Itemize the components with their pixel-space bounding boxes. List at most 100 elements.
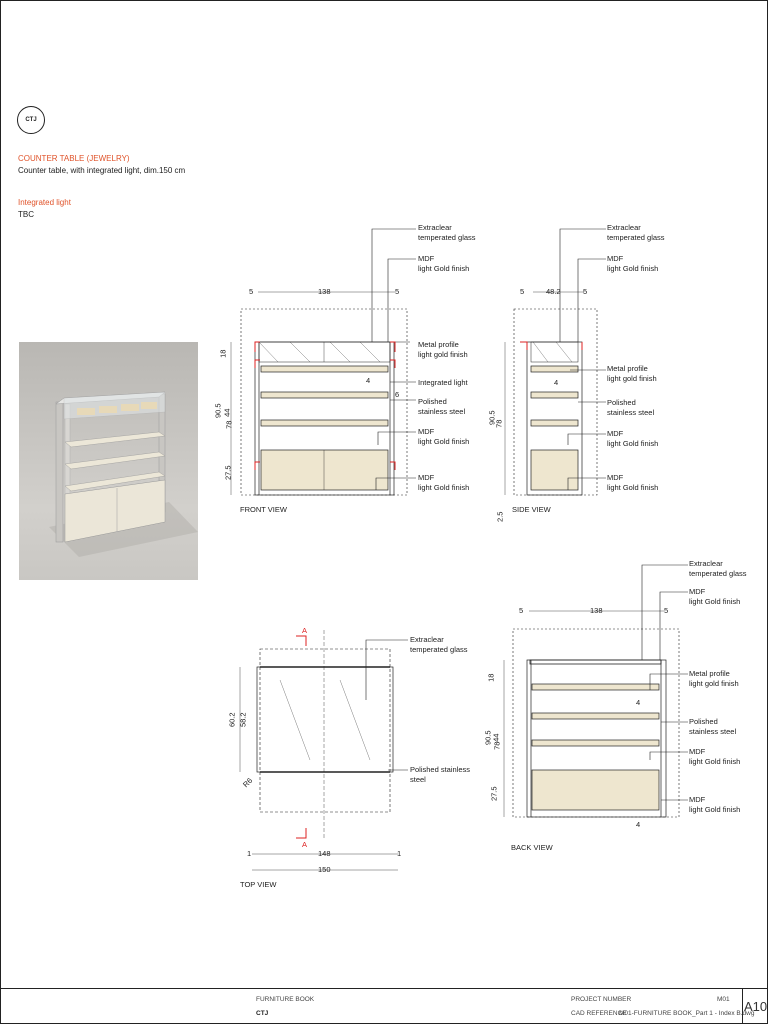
- callout-line-1: Extraclear: [418, 223, 452, 232]
- dim-60-2: 60.2: [227, 712, 237, 728]
- callout-line-2: light Gold finish: [689, 804, 741, 814]
- callout-line-1: Extraclear: [607, 223, 641, 232]
- dim-5-side-left: 5: [520, 287, 525, 296]
- footer-book-value: CTJ: [256, 1010, 269, 1017]
- product-description: Counter table, with integrated light, di…: [18, 166, 186, 175]
- dim-5-back-right: 5: [664, 606, 669, 615]
- dim-58-2: 58.2: [238, 712, 248, 728]
- section-a-bottom: A: [302, 840, 308, 849]
- dim-18-back: 18: [486, 673, 496, 682]
- option-title: Integrated light: [18, 198, 71, 207]
- side-view-title: SIDE VIEW: [512, 505, 551, 514]
- back-view-title: BACK VIEW: [511, 843, 553, 852]
- top-view-title: TOP VIEW: [240, 880, 277, 889]
- callout-line-2: temperated glass: [607, 232, 665, 242]
- brand-logo: CTJ: [17, 106, 45, 134]
- dim-1-top-left: 1: [247, 849, 252, 858]
- dim-2-5-side: 2.5: [495, 511, 505, 522]
- callout-line-1: Extraclear: [410, 635, 444, 644]
- callout-line-1: Metal profile: [689, 669, 730, 678]
- callout-line-1: MDF: [607, 473, 624, 482]
- callout-line-2: light Gold finish: [607, 482, 659, 492]
- dim-27-5-back: 27.5: [489, 786, 499, 802]
- dim-5-side-right: 5: [583, 287, 588, 296]
- callout-line-2: stainless steel: [418, 406, 466, 416]
- callout-line-2: light Gold finish: [418, 482, 470, 492]
- callout-line-2: temperated glass: [418, 232, 476, 242]
- footer-cad-value: M01-FURNITURE BOOK_Part 1 - Index B.dwg: [619, 1010, 755, 1017]
- callout-line-1: Metal profile: [418, 340, 459, 349]
- callout-line-2: light Gold finish: [418, 263, 470, 273]
- dim-5-left: 5: [249, 287, 254, 296]
- callout-line-2: temperated glass: [410, 644, 468, 654]
- dim-4-side: 4: [554, 378, 559, 387]
- callout-line-1: MDF: [418, 254, 435, 263]
- dim-138-front: 138: [318, 287, 331, 296]
- dim-4-back-bottom: 4: [636, 820, 641, 829]
- dim-6-front: 6: [395, 390, 400, 399]
- logo-text: CTJ: [25, 117, 37, 123]
- footer-page-divider: [742, 988, 743, 1024]
- product-render-image: [19, 342, 198, 580]
- dim-148: 148: [318, 849, 331, 858]
- dim-78-front: 78: [224, 420, 234, 429]
- footer-divider: [0, 988, 768, 989]
- callout-line-2: light Gold finish: [689, 596, 741, 606]
- callout-line-1: Extraclear: [689, 559, 723, 568]
- callout-line-1: Polished: [607, 398, 636, 407]
- front-callout-light: Integrated light: [418, 378, 468, 387]
- dim-150: 150: [318, 865, 331, 874]
- dim-5-right: 5: [395, 287, 400, 296]
- footer-project-value: M01: [717, 996, 730, 1003]
- dim-78-side: 78: [494, 419, 504, 428]
- callout-line-1: MDF: [607, 429, 624, 438]
- callout-line-1: MDF: [418, 473, 435, 482]
- callout-line-2: stainless steel: [607, 407, 655, 417]
- callout-line-2: steel: [410, 774, 426, 784]
- callout-line-1: Metal profile: [607, 364, 648, 373]
- callout-line-1: MDF: [418, 427, 435, 436]
- dim-48-2: 48.2: [546, 287, 561, 296]
- callout-line-1: MDF: [689, 587, 706, 596]
- callout-line-1: MDF: [689, 795, 706, 804]
- callout-line-2: light Gold finish: [607, 263, 659, 273]
- section-a-top: A: [302, 626, 308, 635]
- footer-book-label: FURNITURE BOOK: [256, 996, 315, 1003]
- callout-line-2: light gold finish: [607, 373, 657, 383]
- footer-cad-label: CAD REFERENCE: [571, 1010, 627, 1017]
- dim-1-top-right: 1: [397, 849, 402, 858]
- callout-line-1: Polished stainless: [410, 765, 471, 774]
- callout-line-2: light gold finish: [689, 678, 739, 688]
- callout-line-2: light gold finish: [418, 349, 468, 359]
- callout-line-2: light Gold finish: [607, 438, 659, 448]
- dim-44-front: 44: [222, 408, 232, 417]
- dim-18-front: 18: [218, 349, 228, 358]
- callout-line-2: light Gold finish: [418, 436, 470, 446]
- product-title: COUNTER TABLE (JEWELRY): [18, 154, 130, 163]
- option-value: TBC: [18, 210, 34, 219]
- callout-line-2: stainless steel: [689, 726, 737, 736]
- dim-4-back: 4: [636, 698, 641, 707]
- dim-78-back: 78: [492, 741, 502, 750]
- callout-line-1: MDF: [607, 254, 624, 263]
